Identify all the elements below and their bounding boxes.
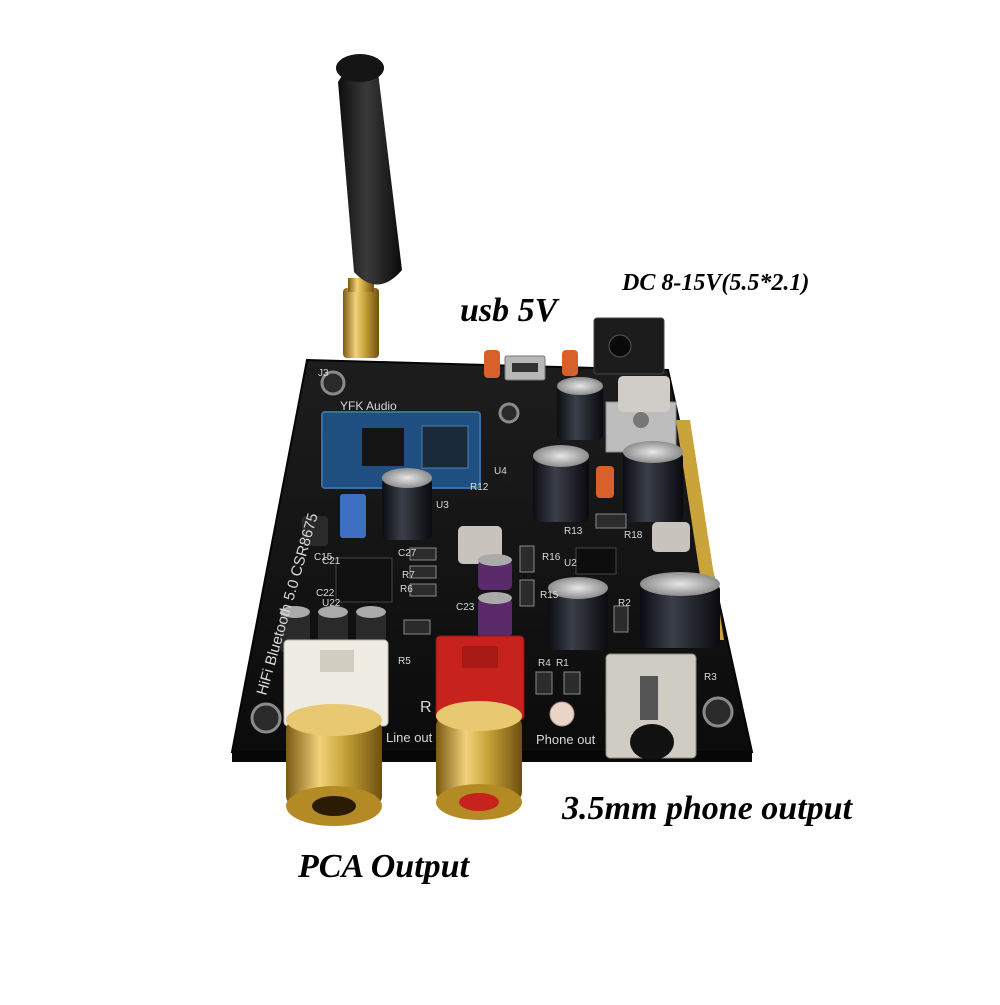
silk-ref: R16 [542,552,561,563]
brand-silk: YFK Audio [340,399,397,413]
resistor [562,350,578,376]
mount-hole [702,696,734,728]
silk-ref: R13 [564,526,583,537]
silk-ref: R15 [540,590,559,601]
silk-ref: C15 [314,552,333,563]
silk-ref: R7 [402,570,415,581]
silk-ref: C27 [398,548,417,559]
rca-red [435,635,525,820]
line-out-silk: Line out [386,730,433,745]
silk-ref: C21 [322,556,341,567]
silk-ref: R3 [704,672,717,683]
silk-ref: R2 [618,598,631,609]
silk-ref: R6 [400,584,413,595]
antenna-connector [343,288,379,358]
rca-white [283,639,389,826]
resistor [596,466,614,498]
silk-ref: C22 [316,588,335,599]
silk-ref: R4 [538,658,551,669]
antenna-whip [338,62,402,285]
usb-callout: usb 5V [460,292,558,329]
silk-ref: R18 [624,530,643,541]
silk-ref: U4 [494,466,507,477]
ic-chip [575,547,617,575]
capacitor-group [280,376,720,652]
silk-ref: R12 [470,482,489,493]
mount-hole [320,370,346,396]
silk-ref: J3 [318,368,329,379]
silk-ref: R5 [398,656,411,667]
mount-hole [250,702,282,734]
silk-ref: C23 [456,602,475,613]
silk-ref: U22 [322,598,341,609]
dc-callout: DC 8-15V(5.5*2.1) [622,270,810,296]
r-silk: R [420,699,432,716]
status-led [549,701,575,727]
phone-callout: 3.5mm phone output [562,790,853,827]
silk-ref: U2 [564,558,577,569]
dac-chip [335,557,393,603]
resistor [484,350,500,378]
pca-callout: PCA Output [298,848,470,885]
silk-ref: R1 [556,658,569,669]
phone-out-silk: Phone out [536,732,596,747]
silk-ref: U3 [436,500,449,511]
mount-hole [498,402,520,424]
blue-trimmer [340,494,366,538]
